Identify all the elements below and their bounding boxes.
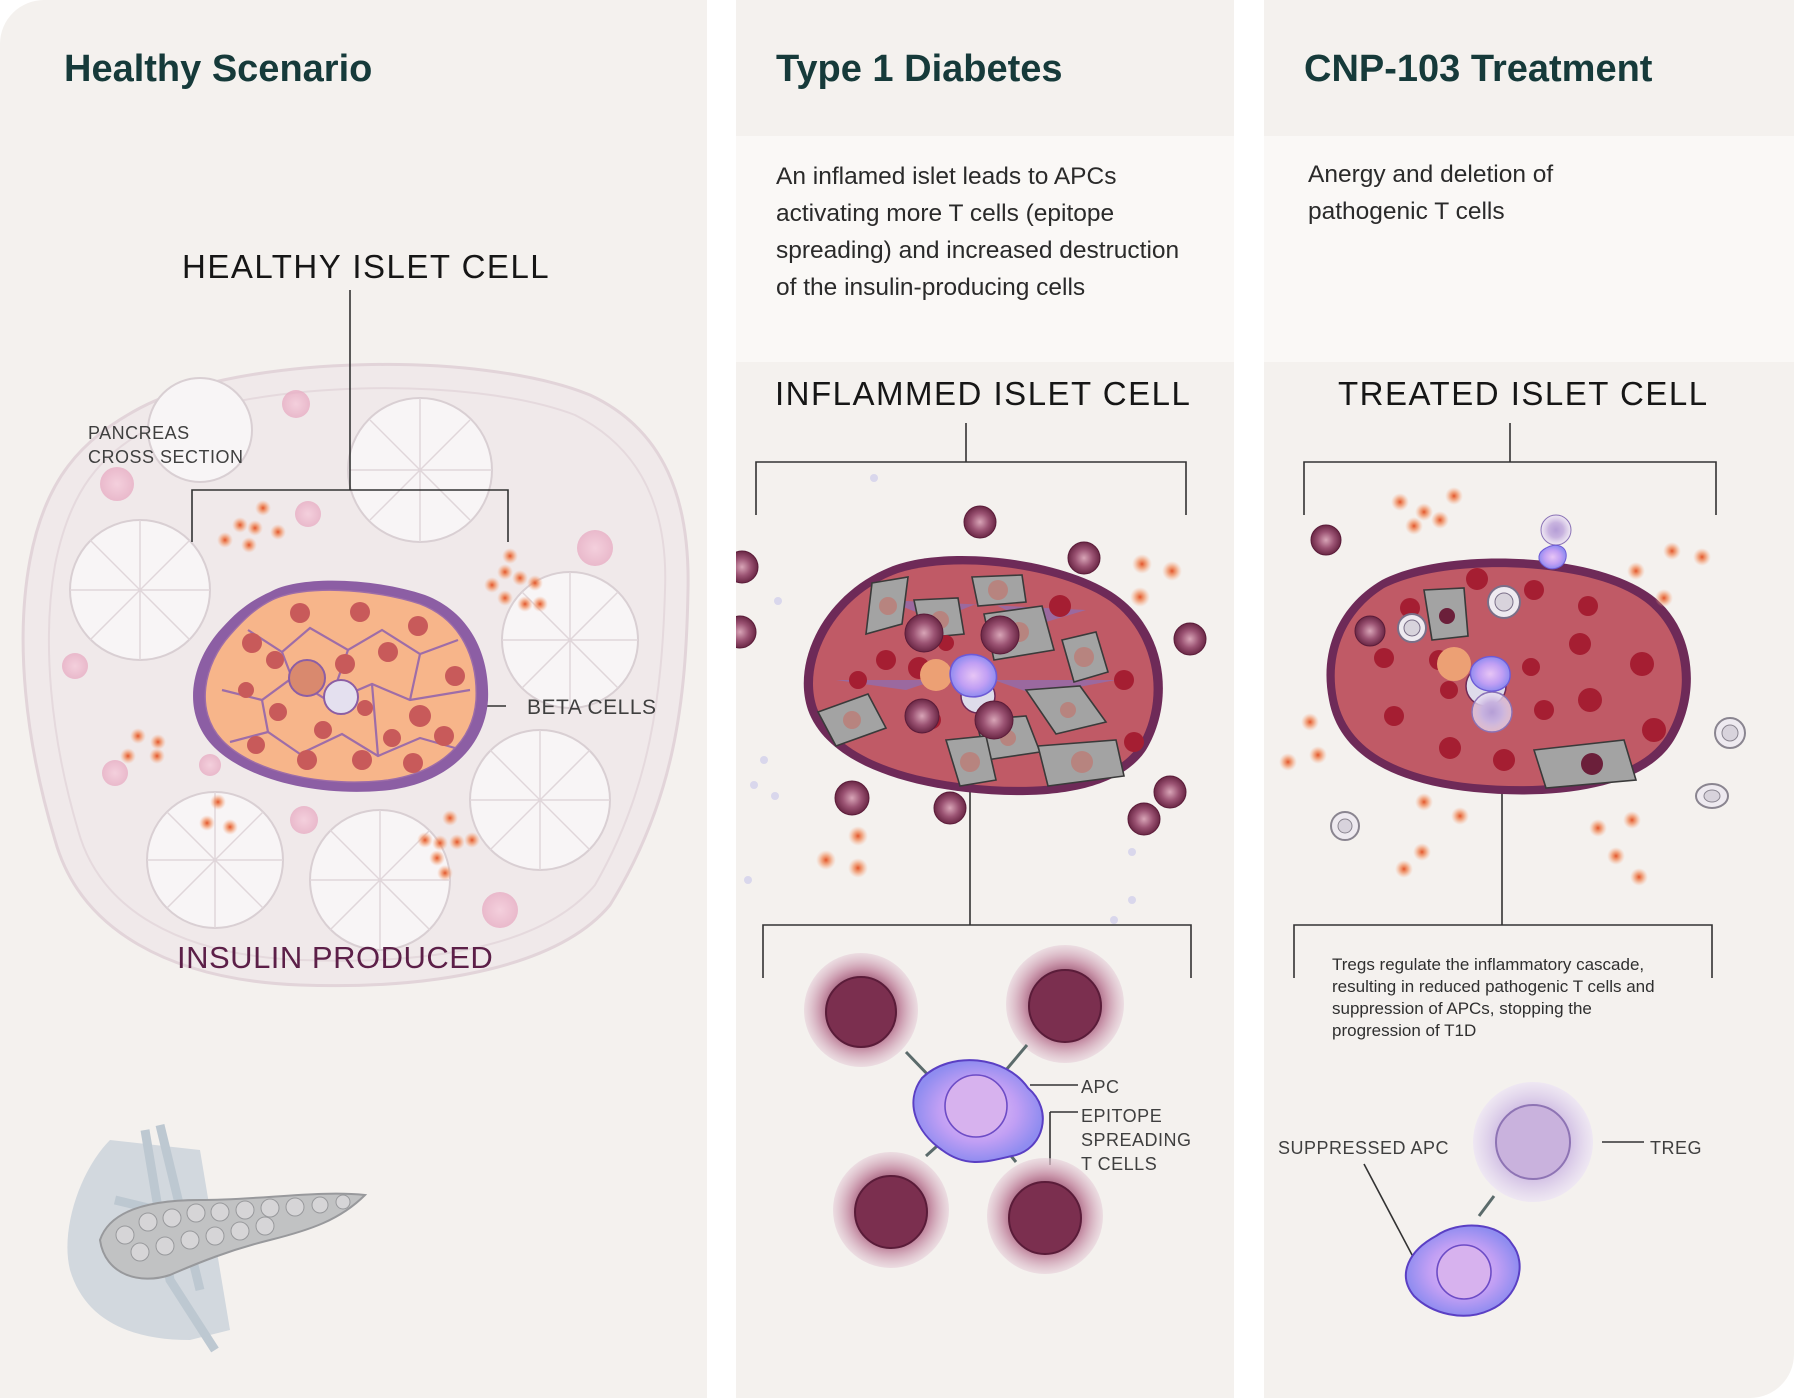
debris-dots <box>744 474 1136 924</box>
treated-t-cells <box>1310 524 1386 647</box>
panel-description: Anergy and deletion of pathogenic T cell… <box>1308 161 1554 225</box>
treated-islet <box>1326 558 1691 795</box>
treated-islet-label: TREATED ISLET CELL <box>1338 375 1709 412</box>
description-band <box>1264 136 1794 362</box>
inflamed-illustration <box>736 423 1207 1274</box>
inflamed-islet <box>803 556 1163 796</box>
small-apc <box>1538 544 1567 570</box>
panel-title: Type 1 Diabetes <box>776 48 1063 90</box>
panel-title: CNP-103 Treatment <box>1304 48 1653 90</box>
panel-cnp-103-treatment: CNP-103 Treatment Anergy and deletion of… <box>1264 0 1794 1398</box>
pancreas-cross-section-label: PANCREAS CROSS SECTION <box>88 423 244 467</box>
healthy-illustration <box>21 290 690 1353</box>
treated-illustration <box>1279 423 1746 1317</box>
t-cells <box>736 505 1207 836</box>
healthy-islet <box>193 580 489 792</box>
insulin-granules <box>120 500 548 881</box>
cytokine-granules <box>816 554 1182 878</box>
panel-type1-diabetes: Type 1 Diabetes An inflamed islet leads … <box>736 0 1234 1398</box>
epitope-spreading-label: EPITOPE SPREADING T CELLS <box>1081 1106 1192 1174</box>
treg-suppression-diagram <box>1404 1082 1593 1317</box>
pink-vesicles <box>62 390 613 928</box>
panel-title: Healthy Scenario <box>64 48 373 90</box>
panel-healthy: Healthy Scenario <box>0 0 707 1398</box>
treated-cytokine-granules <box>1279 487 1711 886</box>
treg-explanation-note: Tregs regulate the inflammatory cascade,… <box>1332 955 1655 1040</box>
treg-label: TREG <box>1650 1138 1703 1158</box>
tregs <box>1540 514 1572 546</box>
panel-description: An inflamed islet leads to APCs activati… <box>776 163 1180 301</box>
beta-cells-label: BETA CELLS <box>527 696 657 719</box>
description-band <box>736 136 1234 362</box>
pancreas-organ <box>67 1123 368 1353</box>
suppressed-apc-label: SUPPRESSED APC <box>1278 1138 1450 1158</box>
apc-label: APC <box>1081 1077 1120 1097</box>
inflamed-islet-label: INFLAMMED ISLET CELL <box>775 375 1192 412</box>
insulin-produced-label: INSULIN PRODUCED <box>177 940 494 975</box>
apc-activation-diagram <box>804 945 1124 1274</box>
healthy-islet-label: HEALTHY ISLET CELL <box>182 248 551 285</box>
